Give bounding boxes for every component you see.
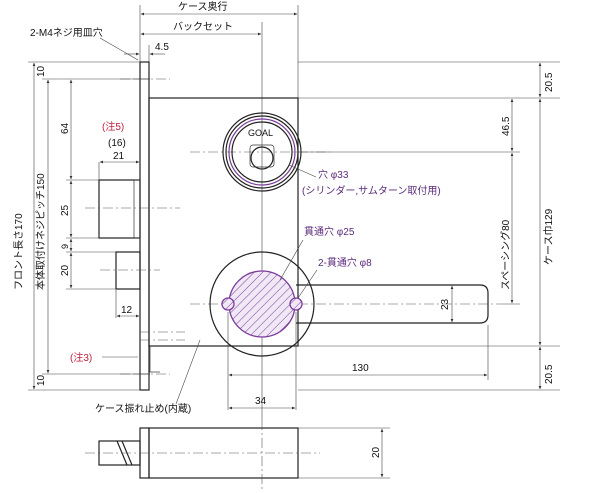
dim-25: 25 bbox=[60, 204, 71, 216]
bottom-dimensions: 130 34 ケース振れ止め(内蔵) bbox=[95, 312, 489, 415]
hole33-label: 穴 φ33 bbox=[318, 168, 349, 181]
deadbolt bbox=[100, 251, 160, 290]
dim-20-5-bottom: 20.5 bbox=[544, 364, 555, 384]
note5-label: (注5) bbox=[102, 120, 124, 133]
backset-label: バックセット bbox=[173, 21, 233, 33]
case-depth-label: ケース奥行 bbox=[178, 0, 228, 13]
dim-16: (16) bbox=[108, 138, 126, 149]
note3-label: (注3) bbox=[70, 351, 92, 364]
dim-34: 34 bbox=[255, 396, 267, 407]
dim-46-5: 46.5 bbox=[501, 116, 512, 136]
right-dimensions: 20.5 46.5 スペーシング80 ケース巾129 20.5 23 bbox=[296, 61, 560, 391]
dim-64: 64 bbox=[60, 122, 71, 134]
brand-logo-text: GOAL bbox=[248, 128, 273, 138]
screw-hole-label: 2-M4ネジ用皿穴 bbox=[30, 26, 103, 39]
dim-23: 23 bbox=[440, 298, 451, 310]
top-dimensions: ケース奥行 バックセット 2-M4ネジ用皿穴 4.5 bbox=[30, 0, 299, 420]
spacing-label: スペーシング80 bbox=[499, 219, 512, 290]
dim-10-top: 10 bbox=[36, 65, 47, 77]
dim-9: 9 bbox=[60, 244, 70, 249]
case-swing-label: ケース振れ止め(内蔵) bbox=[95, 402, 191, 415]
hole33-sub-label: (シリンダー,サムターン取付用) bbox=[302, 184, 441, 197]
latch-bolt bbox=[85, 179, 180, 239]
dim-10-bottom: 10 bbox=[36, 374, 47, 386]
dim-20-left: 20 bbox=[60, 264, 71, 276]
body-pitch-label: 本体取付けネジピッチ150 bbox=[34, 173, 47, 290]
front-length-label: フロント長さ170 bbox=[13, 213, 25, 290]
through25-label: 貫通穴 φ25 bbox=[304, 225, 355, 238]
dim-21: 21 bbox=[113, 151, 125, 162]
case-width-label: ケース巾129 bbox=[542, 208, 555, 265]
lock-body bbox=[120, 61, 299, 391]
through8-label: 2-貫通穴 φ8 bbox=[318, 256, 372, 269]
lever-handle: 貫通穴 φ25 2-貫通穴 φ8 bbox=[190, 225, 500, 357]
left-dimensions: フロント長さ170 本体取付けネジピッチ150 10 10 64 25 9 20… bbox=[13, 61, 140, 391]
dim-20-5-top: 20.5 bbox=[544, 72, 555, 92]
dim-130: 130 bbox=[352, 363, 369, 374]
cylinder: GOAL 穴 φ33 (シリンダー,サムターン取付用) bbox=[190, 112, 441, 197]
dim-4-5: 4.5 bbox=[155, 42, 169, 53]
bottom-side-view: 20 bbox=[85, 420, 390, 490]
dim-20-bottom: 20 bbox=[371, 446, 382, 458]
dim-12: 12 bbox=[121, 305, 133, 316]
